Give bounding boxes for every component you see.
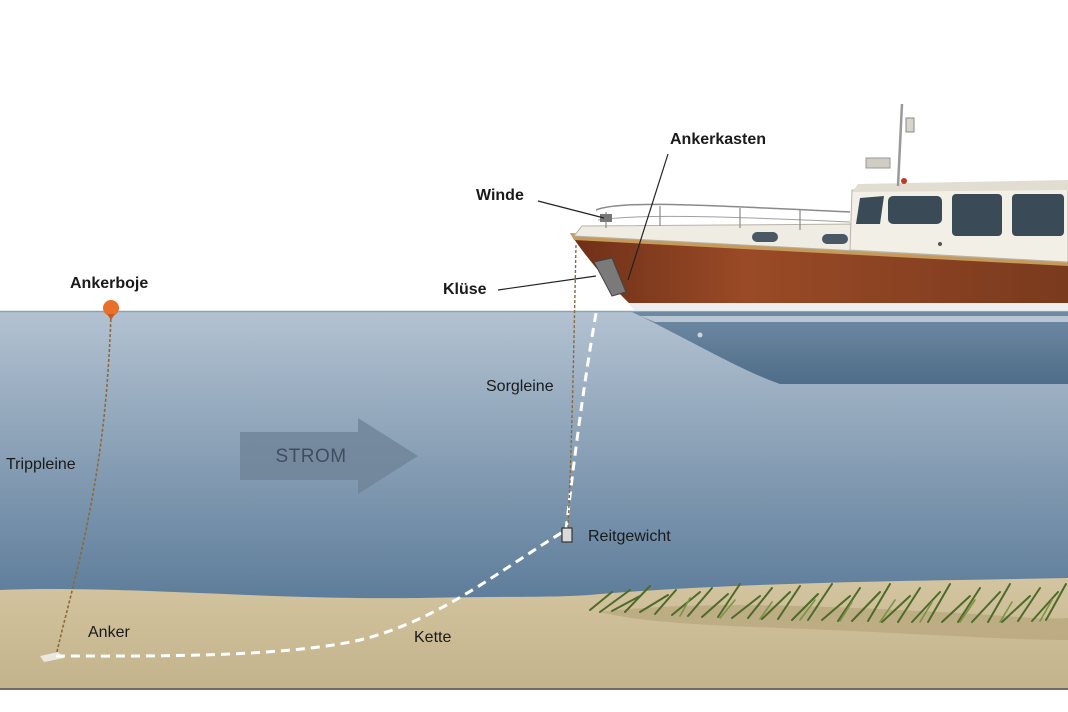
anchor-chain-rise	[564, 289, 602, 531]
boat-porthole	[752, 232, 778, 242]
leader-kluese	[497, 275, 597, 291]
windlass	[600, 214, 612, 222]
label-winde: Winde	[476, 187, 524, 204]
kellet-weight-icon	[561, 527, 573, 543]
kellet-line	[567, 243, 577, 529]
current-arrow	[240, 418, 418, 494]
boat-porthole	[822, 234, 848, 244]
boat-mast-light	[905, 117, 915, 133]
boat-mast	[896, 103, 904, 187]
anchor-chain	[55, 528, 567, 658]
anchor-buoy-base	[107, 314, 115, 320]
hull-fitting-icon	[697, 332, 703, 338]
label-sorgleine: Sorgleine	[486, 378, 554, 395]
label-kette: Kette	[414, 629, 451, 646]
seagrass-light	[679, 597, 1053, 623]
boat-hull-underwater-stripe	[640, 316, 1068, 322]
boat-bow-rail	[595, 203, 851, 213]
boat-window	[856, 196, 884, 224]
anchor-buoy-icon	[103, 300, 119, 316]
door-handle-icon	[938, 242, 942, 246]
label-ankerboje: Ankerboje	[70, 275, 148, 292]
anchor-icon	[40, 652, 64, 662]
trip-line	[55, 313, 112, 657]
label-anker: Anker	[88, 624, 130, 641]
seabed	[0, 578, 1068, 690]
hawse-pipe	[593, 257, 627, 297]
boat-radar	[865, 157, 891, 169]
leader-ankerkasten	[627, 153, 669, 281]
label-trippleine: Trippleine	[6, 456, 76, 473]
label-kluese: Klüse	[443, 281, 487, 298]
label-reitgewicht: Reitgewicht	[588, 528, 671, 545]
boat-hull	[572, 236, 1068, 306]
seagrass	[589, 583, 1067, 623]
leader-winde	[537, 200, 605, 219]
boat-bow-rail-lower	[597, 215, 851, 223]
boat-cabin-roof	[852, 180, 1068, 192]
current-label: STROM	[275, 446, 346, 467]
boat-hull-underwater	[632, 312, 1068, 384]
boat-window	[888, 196, 942, 224]
boat-waterline-stripe	[628, 303, 1068, 310]
boat-window	[952, 194, 1002, 236]
boat-window	[1012, 194, 1064, 236]
label-ankerkasten: Ankerkasten	[670, 131, 766, 148]
navigation-light-icon	[901, 178, 907, 184]
